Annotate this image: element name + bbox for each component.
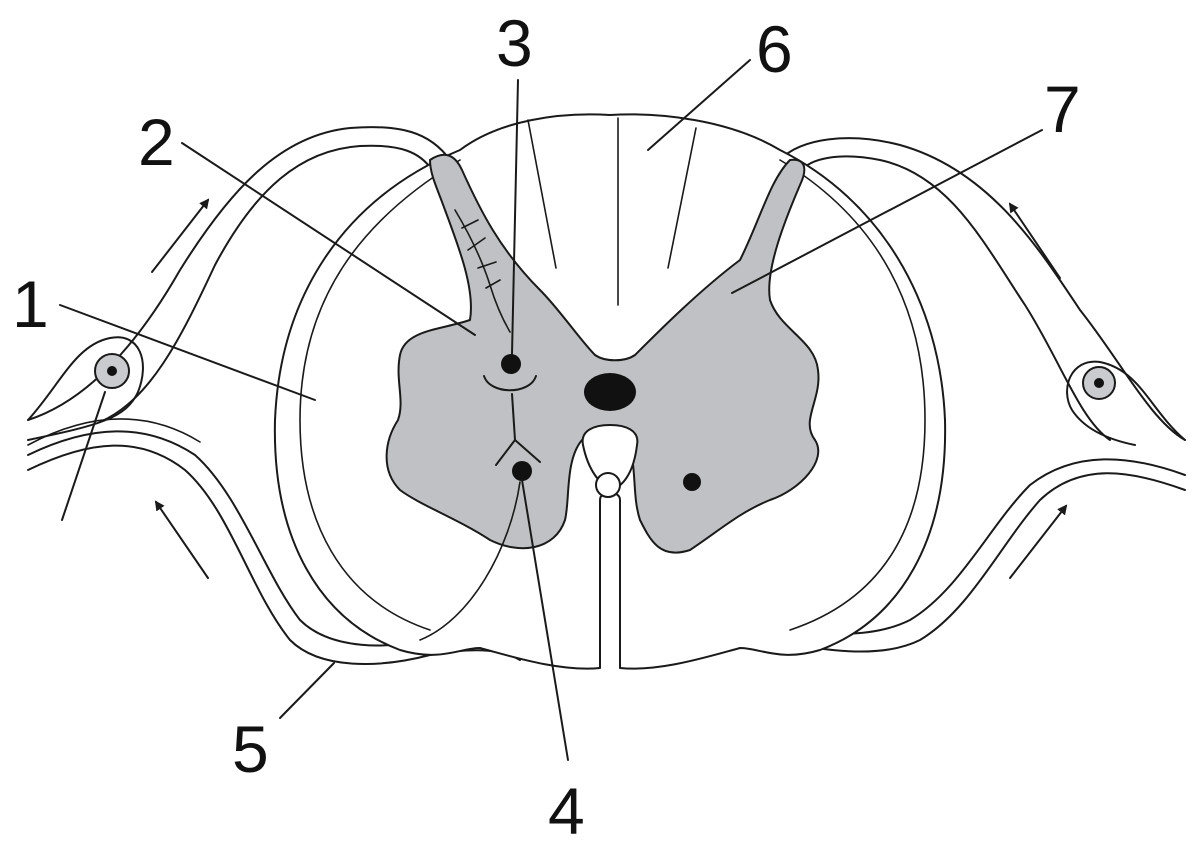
arrow-left-upper	[151, 198, 210, 273]
interneuron-axon	[511, 393, 516, 441]
leader-1-ganglion	[61, 391, 106, 521]
motor-axon	[419, 481, 521, 641]
arrow-right-upper	[1008, 202, 1061, 279]
right-ventral-horn-dot	[683, 473, 701, 491]
left-dorsal-root-inner	[99, 144, 433, 423]
left-nerve-fibre-line	[27, 418, 201, 446]
right-ganglion-cell	[1082, 366, 1116, 400]
interneuron-dot	[501, 354, 521, 374]
right-lateral-funiculus-line	[779, 159, 926, 631]
arrow-left-lower	[154, 500, 209, 579]
leader-2	[181, 142, 476, 336]
label-7: 7	[1044, 72, 1081, 146]
synapse-cup	[483, 375, 537, 392]
left-ventral-root-inner	[27, 430, 431, 647]
leader-7	[731, 129, 1043, 294]
right-dorsal-column-line	[667, 127, 697, 269]
left-lateral-funiculus-line	[299, 159, 461, 631]
synapse-fork	[495, 439, 541, 466]
right-ventral-root-outer	[769, 472, 1186, 653]
label-4: 4	[548, 774, 585, 845]
label-6: 6	[756, 12, 793, 86]
leader-5	[279, 662, 335, 719]
right-dorsal-root-inner	[799, 155, 1111, 441]
label-3: 3	[496, 6, 533, 80]
label-5: 5	[232, 712, 269, 786]
label-1: 1	[12, 267, 49, 341]
dorsal-horn-branching-fibre	[454, 209, 511, 333]
leader-6	[647, 59, 751, 151]
leader-3	[511, 79, 519, 355]
grey-matter	[385, 153, 820, 554]
fissure-end-circle	[595, 472, 621, 498]
arrow-right-lower	[1009, 504, 1068, 579]
central-canal	[584, 373, 636, 411]
label-2: 2	[138, 105, 175, 179]
right-dorsal-root-outer	[779, 137, 1186, 441]
motor-neuron-dot	[512, 461, 532, 481]
right-ganglion-outline	[1066, 360, 1186, 446]
leader-4	[521, 479, 569, 761]
left-ganglion-cell	[94, 353, 130, 389]
left-dorsal-column-line	[527, 119, 557, 269]
leader-1	[59, 304, 316, 401]
left-ganglion-outline	[27, 336, 144, 441]
